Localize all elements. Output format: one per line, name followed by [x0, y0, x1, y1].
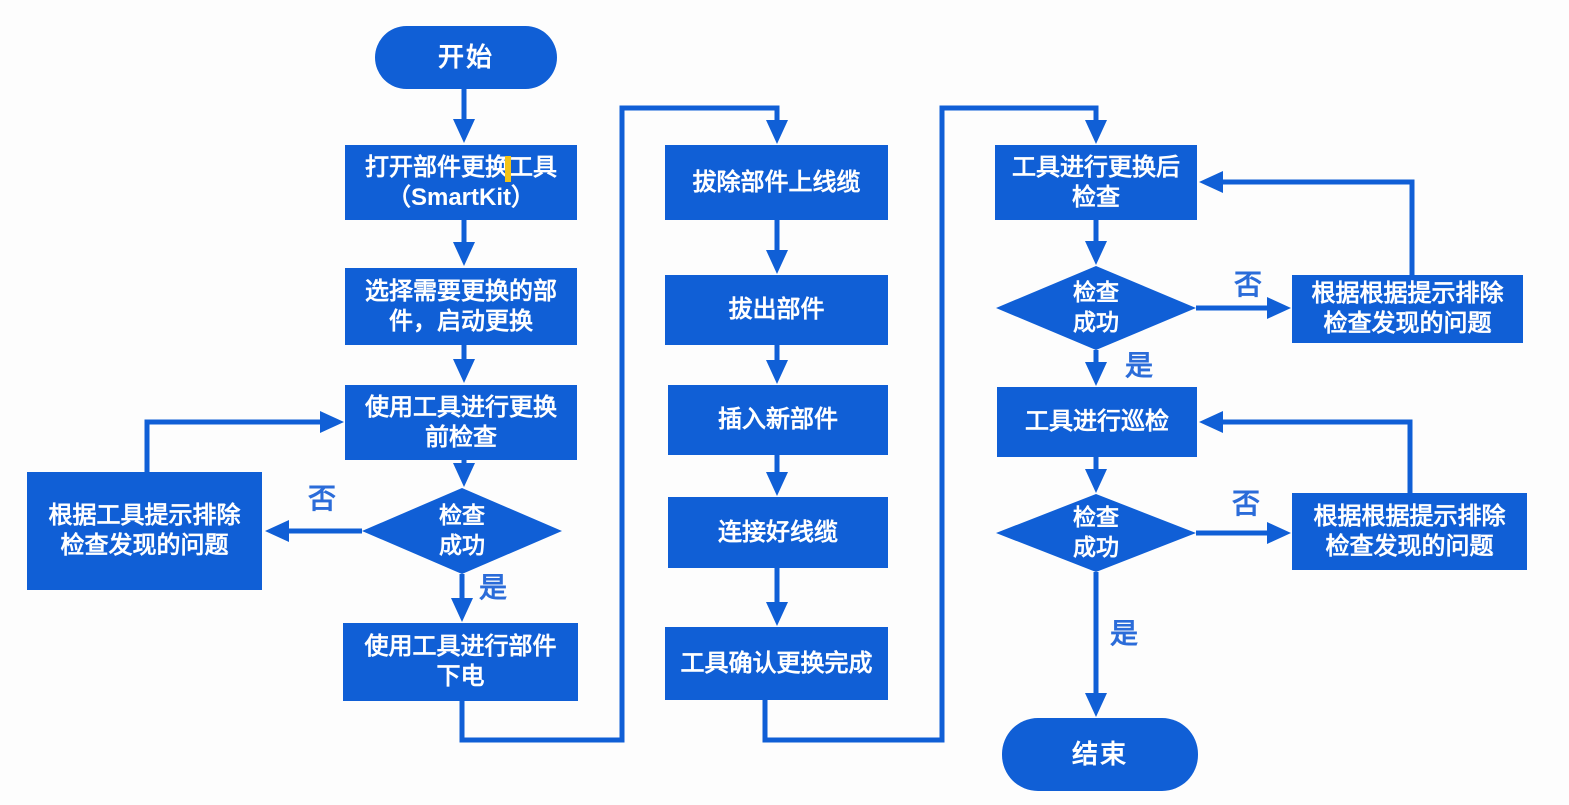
decision-diamond-inspection	[996, 494, 1196, 572]
edge-label-yes-post-check: 是	[1124, 350, 1154, 381]
node-pull-out-part: 拔出部件	[665, 275, 888, 345]
edge-label-no-inspection: 否	[1231, 488, 1261, 519]
edge-label-yes-inspection: 是	[1109, 618, 1139, 649]
decision-diamond-pre-check	[362, 488, 562, 574]
node-fix-issues-left: 根据工具提示排除 检查发现的问题	[27, 472, 262, 590]
node-connect-cables: 连接好线缆	[668, 497, 888, 568]
decision-pre-check-label: 检查 成功	[439, 502, 485, 558]
edge-fix-top-loop-to-post-check	[1199, 171, 1415, 275]
node-end: 结束	[1002, 718, 1198, 791]
decision-diamond-post-check	[996, 266, 1196, 350]
decision-post-check-label: 检查 成功	[1073, 279, 1119, 335]
node-confirm-done: 工具确认更换完成	[665, 627, 888, 700]
node-inspection: 工具进行巡检	[997, 387, 1197, 457]
node-unplug-cables: 拔除部件上线缆	[665, 145, 888, 220]
decision-inspection-label: 检查 成功	[1073, 504, 1119, 560]
node-fix-issues-right-bottom: 根据根据提示排除 检查发现的问题	[1292, 493, 1527, 570]
node-open-tool: 打开部件更换工具 （SmartKit）	[345, 145, 577, 220]
edge-fix-bottom-loop-to-inspection	[1199, 411, 1413, 493]
edge-fix-left-loop-to-pre-check	[144, 410, 344, 472]
text-cursor	[505, 156, 511, 182]
node-power-off: 使用工具进行部件 下电	[343, 623, 578, 701]
node-post-check: 工具进行更换后 检查	[995, 145, 1197, 220]
node-start: 开始	[375, 26, 557, 89]
node-insert-new-part: 插入新部件	[668, 385, 888, 455]
edge-power-off-to-unplug-cables	[459, 105, 789, 743]
node-fix-issues-right-top: 根据根据提示排除 检查发现的问题	[1292, 275, 1523, 343]
edge-confirm-to-post-check	[762, 105, 1108, 743]
edge-label-yes-pre-check: 是	[478, 572, 508, 603]
edge-label-no-left: 否	[307, 483, 337, 514]
edge-label-no-post-check: 否	[1233, 269, 1263, 300]
node-pre-check: 使用工具进行更换 前检查	[345, 385, 577, 460]
node-select-part: 选择需要更换的部 件，启动更换	[345, 268, 577, 345]
